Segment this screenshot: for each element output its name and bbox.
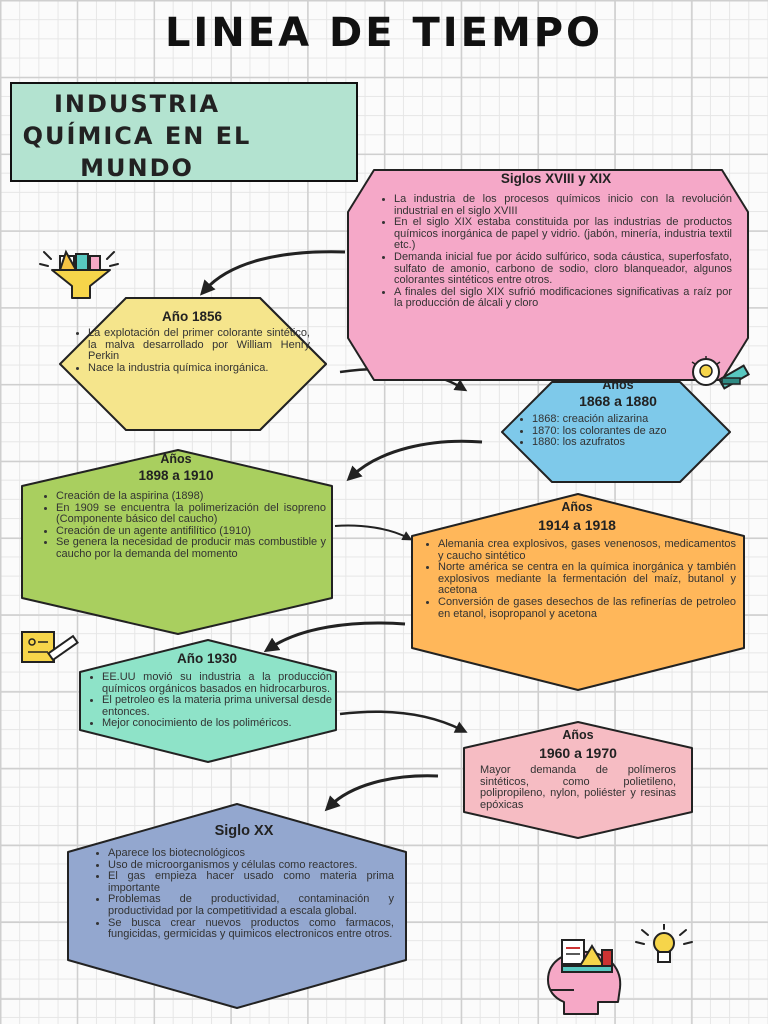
list-item: Problemas de productividad, contaminació…: [108, 894, 394, 917]
hex-shape: [463, 721, 693, 839]
event-title-line1: Años: [561, 500, 593, 514]
event-list: 1868: creación alizarina 1870: los color…: [512, 413, 724, 449]
list-item: A finales del siglo XIX sufrió modificac…: [394, 286, 732, 310]
event-list: EE.UU movió su industria a la producción…: [82, 671, 332, 730]
subtitle: INDUSTRIA QUÍMICA EN EL MUNDO: [22, 90, 252, 182]
list-item: 1870: los colorantes de azo: [532, 425, 724, 438]
event-title-line2: 1960 a 1970: [539, 745, 617, 761]
event-title: Año 1930: [176, 651, 238, 666]
event-anos-1898-1910: Años 1898 a 1910 Creación de la aspirina…: [18, 446, 336, 638]
event-title-line1: Años: [602, 378, 634, 392]
event-title-line1: Años: [160, 452, 192, 466]
main-title: LINEA DE TIEMPO: [164, 10, 604, 56]
event-anos-1868-1880: Años 1868 a 1880 1868: creación alizarin…: [498, 376, 734, 488]
hex-shape: [67, 803, 407, 1009]
list-item: La explotación del primer colorante sint…: [88, 327, 310, 363]
event-siglos-xviii-xix: Siglos XVIII y XIX La industria de los p…: [344, 166, 752, 384]
arrow-1: [200, 250, 346, 296]
list-item: 1868: creación alizarina: [532, 413, 724, 426]
event-list: La explotación del primer colorante sint…: [74, 327, 310, 375]
event-title-line2: 1898 a 1910: [138, 468, 214, 483]
hex-shape: [79, 639, 337, 763]
list-item: Uso de microorganismos y células como re…: [108, 859, 394, 872]
list-item: En 1909 se encuentra la polimerización d…: [56, 502, 326, 526]
event-text: Mayor demanda de polímeros sintéticos, c…: [480, 764, 676, 811]
event-anos-1960-1970: Años 1960 a 1970 Mayor demanda de políme…: [460, 718, 696, 842]
event-anos-1914-1918: Años 1914 a 1918 Alemania crea explosivo…: [408, 490, 748, 694]
science-head-icon: [547, 939, 622, 1015]
hex-shape: [411, 493, 745, 691]
event-ano-1930: Año 1930 EE.UU movió su industria a la p…: [76, 636, 340, 766]
lightbulb-pencil-icon: [691, 356, 750, 390]
arrow-3: [346, 439, 483, 482]
subtitle-box: INDUSTRIA QUÍMICA EN EL MUNDO: [10, 82, 358, 182]
event-title-line1: Años: [562, 728, 594, 742]
list-item: Demanda inicial fue por ácido sulfúrico,…: [394, 251, 732, 287]
hex-shape: [501, 381, 731, 483]
list-item: Norte américa se centra en la química in…: [438, 561, 736, 597]
event-list: La industria de los procesos químicos in…: [380, 193, 732, 310]
lightbulb-icon: [635, 924, 693, 963]
list-item: Aparece los biotecnológicos: [108, 847, 394, 860]
list-item: Creación de un agente antifilítico (1910…: [56, 525, 326, 538]
checklist-pencil-icon: [21, 631, 79, 663]
list-item: Conversión de gases desechos de las refi…: [438, 596, 736, 620]
event-title: Año 1856: [161, 309, 223, 324]
hex-shape: [59, 297, 327, 431]
list-item: Se busca crear nuevos productos como far…: [108, 917, 394, 941]
event-list: Alemania crea explosivos, gases venenoso…: [418, 538, 736, 620]
list-item: El petroleo es la materia prima universa…: [102, 694, 332, 718]
arrow-6: [339, 710, 468, 733]
list-item: Alemania crea explosivos, gases venenoso…: [438, 538, 736, 562]
event-title: Siglos XVIII y XIX: [500, 171, 612, 186]
event-ano-1856: Año 1856 La explotación del primer color…: [56, 294, 330, 434]
chemistry-funnel-icon: [39, 249, 119, 299]
arrow-4: [334, 524, 413, 541]
list-item: Creación de la aspirina (1898): [56, 490, 326, 503]
list-item: En el siglo XIX estaba constituida por l…: [394, 216, 732, 252]
event-title-line2: 1868 a 1880: [579, 393, 657, 409]
list-item: La industria de los procesos químicos in…: [394, 193, 732, 217]
hex-shape: [21, 449, 333, 635]
event-list: Creación de la aspirina (1898) En 1909 s…: [26, 490, 326, 561]
list-item: 1880: los azufratos: [532, 437, 724, 449]
list-item: Se genera la necesidad de producir mas c…: [56, 537, 326, 560]
event-list: Aparece los biotecnológicos Uso de micro…: [94, 847, 394, 941]
event-title-line2: 1914 a 1918: [538, 517, 616, 533]
list-item: Mejor conocimiento de los poliméricos.: [102, 718, 332, 730]
list-item: Nace la industria química inorgánica.: [88, 362, 310, 375]
list-item: EE.UU movió su industria a la producción…: [102, 671, 332, 695]
event-title: Siglo XX: [214, 823, 274, 839]
list-item: El gas empieza hacer usado como materia …: [108, 870, 394, 894]
event-siglo-xx: Siglo XX Aparece los biotecnológicos Uso…: [64, 800, 410, 1012]
